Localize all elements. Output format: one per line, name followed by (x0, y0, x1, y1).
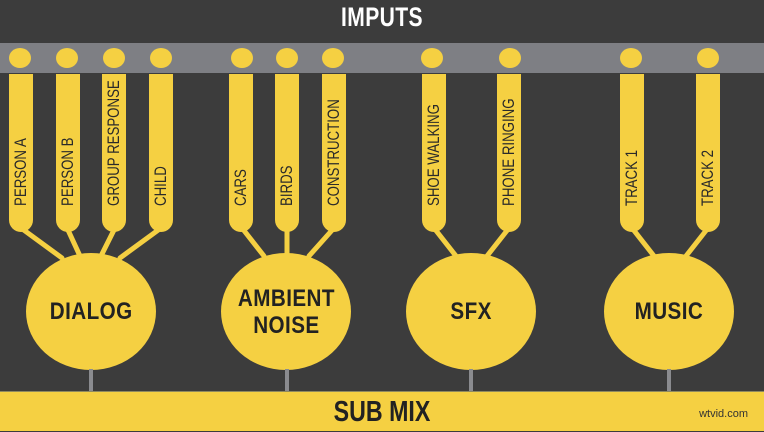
input-label: GROUP RESPONSE (104, 80, 123, 206)
submix-label: SUB MIX (333, 396, 431, 428)
bus-label: MUSIC (634, 298, 704, 325)
watermark: wtvid.com (699, 408, 748, 420)
input-channel-phone-ringing: PHONE RINGING (497, 74, 521, 232)
input-channel-person-a: PERSON A (9, 74, 33, 232)
bus-dialog: DIALOG (26, 253, 156, 370)
bus-music: MUSIC (604, 253, 734, 370)
input-channel-person-b: PERSON B (56, 74, 80, 232)
input-jack-track-2 (697, 48, 719, 68)
input-jack-person-a (9, 48, 31, 68)
bus-label: SFX (450, 298, 492, 325)
input-jack-cars (231, 48, 253, 68)
bus-ambient-noise: AMBIENT NOISE (221, 253, 351, 370)
input-label: CHILD (151, 166, 170, 206)
input-jack-track-1 (620, 48, 642, 68)
input-channel-shoe-walking: SHOE WALKING (422, 74, 446, 232)
input-label: PERSON B (58, 137, 77, 206)
input-channel-cars: CARS (229, 74, 253, 232)
diagram-title: IMPUTS (341, 2, 423, 32)
input-label: BIRDS (277, 165, 296, 206)
input-jack-construction (322, 48, 344, 68)
input-jack-birds (276, 48, 298, 68)
input-channel-group-response: GROUP RESPONSE (102, 74, 126, 232)
input-label: PERSON A (11, 138, 30, 206)
input-jack-person-b (56, 48, 78, 68)
input-label: SHOE WALKING (424, 104, 443, 206)
input-label: TRACK 2 (698, 149, 717, 206)
input-label: PHONE RINGING (499, 98, 518, 206)
input-label: TRACK 1 (622, 149, 641, 206)
input-channel-birds: BIRDS (275, 74, 299, 232)
input-channel-track-1: TRACK 1 (620, 74, 644, 232)
input-channel-construction: CONSTRUCTION (322, 74, 346, 232)
stem-music (667, 369, 671, 391)
input-channel-track-2: TRACK 2 (696, 74, 720, 232)
bus-sfx: SFX (406, 253, 536, 370)
input-jack-group-response (103, 48, 125, 68)
bus-label-line-2: NOISE (252, 311, 320, 339)
submix-bar: SUB MIX wtvid.com (0, 391, 764, 431)
bus-label-line-1: AMBIENT (237, 284, 335, 312)
input-channel-child: CHILD (149, 74, 173, 232)
input-jack-phone-ringing (499, 48, 521, 68)
input-jack-child (150, 48, 172, 68)
stem-dialog (89, 369, 93, 391)
input-label: CONSTRUCTION (324, 99, 343, 206)
stem-sfx (469, 369, 473, 391)
input-jack-shoe-walking (421, 48, 443, 68)
bus-label: DIALOG (49, 298, 133, 325)
stem-ambient-noise (285, 369, 289, 391)
input-label: CARS (231, 169, 250, 206)
bus-label: AMBIENT NOISE (237, 285, 334, 339)
